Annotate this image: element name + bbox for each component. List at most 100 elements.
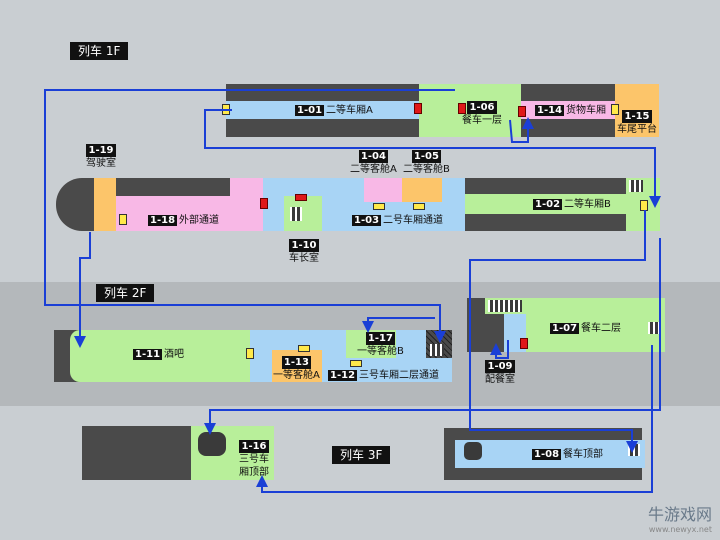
room-id: 1-15 xyxy=(622,110,652,123)
room-id: 1-05 xyxy=(411,150,441,163)
room-name: 餐车一层 xyxy=(462,115,502,126)
route-path xyxy=(44,89,455,343)
room-name: 酒吧 xyxy=(164,349,185,360)
watermark-name: 牛游戏网 xyxy=(647,505,712,524)
room-name: 餐车顶部 xyxy=(563,449,604,460)
floor-label-3f: 列车 3F xyxy=(332,446,391,464)
room-1-07-area[interactable] xyxy=(525,298,665,352)
door[interactable] xyxy=(119,214,127,225)
room-name: 二号车厢通道 xyxy=(383,215,444,226)
room-1-05-area[interactable] xyxy=(402,178,442,202)
door[interactable] xyxy=(260,198,268,209)
route-path xyxy=(74,232,91,348)
route-path xyxy=(469,210,646,453)
room-id: 1-18 xyxy=(148,215,178,226)
room-id: 1-16 xyxy=(239,440,269,453)
room-id: 1-08 xyxy=(532,449,562,460)
room-name: 配餐室 xyxy=(485,374,515,385)
room-name: 一等客舱A xyxy=(273,370,320,381)
stairs[interactable] xyxy=(430,344,444,356)
room-name: 三号车厢顶部 xyxy=(239,454,269,478)
door[interactable] xyxy=(373,203,385,210)
room-name: 一等客舱B xyxy=(357,346,404,357)
room-id: 1-11 xyxy=(133,349,163,360)
floor-label-1f: 列车 1F xyxy=(70,42,129,60)
room-id: 1-12 xyxy=(328,370,358,381)
stairs[interactable] xyxy=(629,180,643,192)
room-1-18-area-upper[interactable] xyxy=(230,178,263,196)
route-path xyxy=(256,345,653,493)
room-name: 二等客舱B xyxy=(403,164,450,175)
room-1-02-area[interactable] xyxy=(465,194,660,214)
room-name: 二等车厢A xyxy=(326,105,373,116)
room-1-19-area[interactable] xyxy=(94,178,116,231)
room-id: 1-01 xyxy=(295,105,325,116)
room-id: 1-06 xyxy=(467,101,497,114)
room-id: 1-04 xyxy=(358,150,388,163)
stairs[interactable] xyxy=(290,207,302,221)
door[interactable] xyxy=(611,104,619,115)
watermark: 牛游戏网 www.newyx.net xyxy=(648,501,712,534)
room-name: 二等客舱A xyxy=(350,164,397,175)
door[interactable] xyxy=(518,106,526,117)
room-id: 1-14 xyxy=(535,105,565,116)
room-name: 驾驶室 xyxy=(86,158,116,169)
hatch xyxy=(464,442,482,460)
room-id: 1-09 xyxy=(485,360,515,373)
room-name: 车尾平台 xyxy=(617,124,657,135)
stairs[interactable] xyxy=(488,300,522,312)
room-name: 车长室 xyxy=(289,253,319,264)
hatch xyxy=(198,432,226,456)
route-path xyxy=(204,238,661,435)
room-id: 1-19 xyxy=(86,144,116,157)
room-1-18-area[interactable] xyxy=(116,196,263,231)
stairs[interactable] xyxy=(648,322,660,334)
room-name: 三号车厢二层通道 xyxy=(359,370,440,381)
route-path xyxy=(490,340,509,359)
door[interactable] xyxy=(414,103,422,114)
door[interactable] xyxy=(520,338,528,349)
room-name: 货物车厢 xyxy=(566,105,607,116)
door[interactable] xyxy=(413,203,425,210)
door[interactable] xyxy=(298,345,310,352)
floor-label-2f: 列车 2F xyxy=(96,284,155,302)
room-name: 餐车二层 xyxy=(581,323,622,334)
room-name: 二等车厢B xyxy=(564,199,611,210)
room-name: 外部通道 xyxy=(179,215,220,226)
room-id: 1-10 xyxy=(289,239,319,252)
door[interactable] xyxy=(295,194,307,201)
door[interactable] xyxy=(246,348,254,359)
room-id: 1-03 xyxy=(352,215,382,226)
room-id: 1-17 xyxy=(365,332,395,345)
route-path xyxy=(204,109,661,208)
door[interactable] xyxy=(350,360,362,367)
room-id: 1-13 xyxy=(281,356,311,369)
door[interactable] xyxy=(458,103,466,114)
room-id: 1-07 xyxy=(550,323,580,334)
room-1-04-area[interactable] xyxy=(364,178,402,202)
watermark-url: www.newyx.net xyxy=(648,525,712,534)
route-path xyxy=(509,117,534,143)
room-id: 1-02 xyxy=(533,199,563,210)
route-path xyxy=(362,317,435,333)
